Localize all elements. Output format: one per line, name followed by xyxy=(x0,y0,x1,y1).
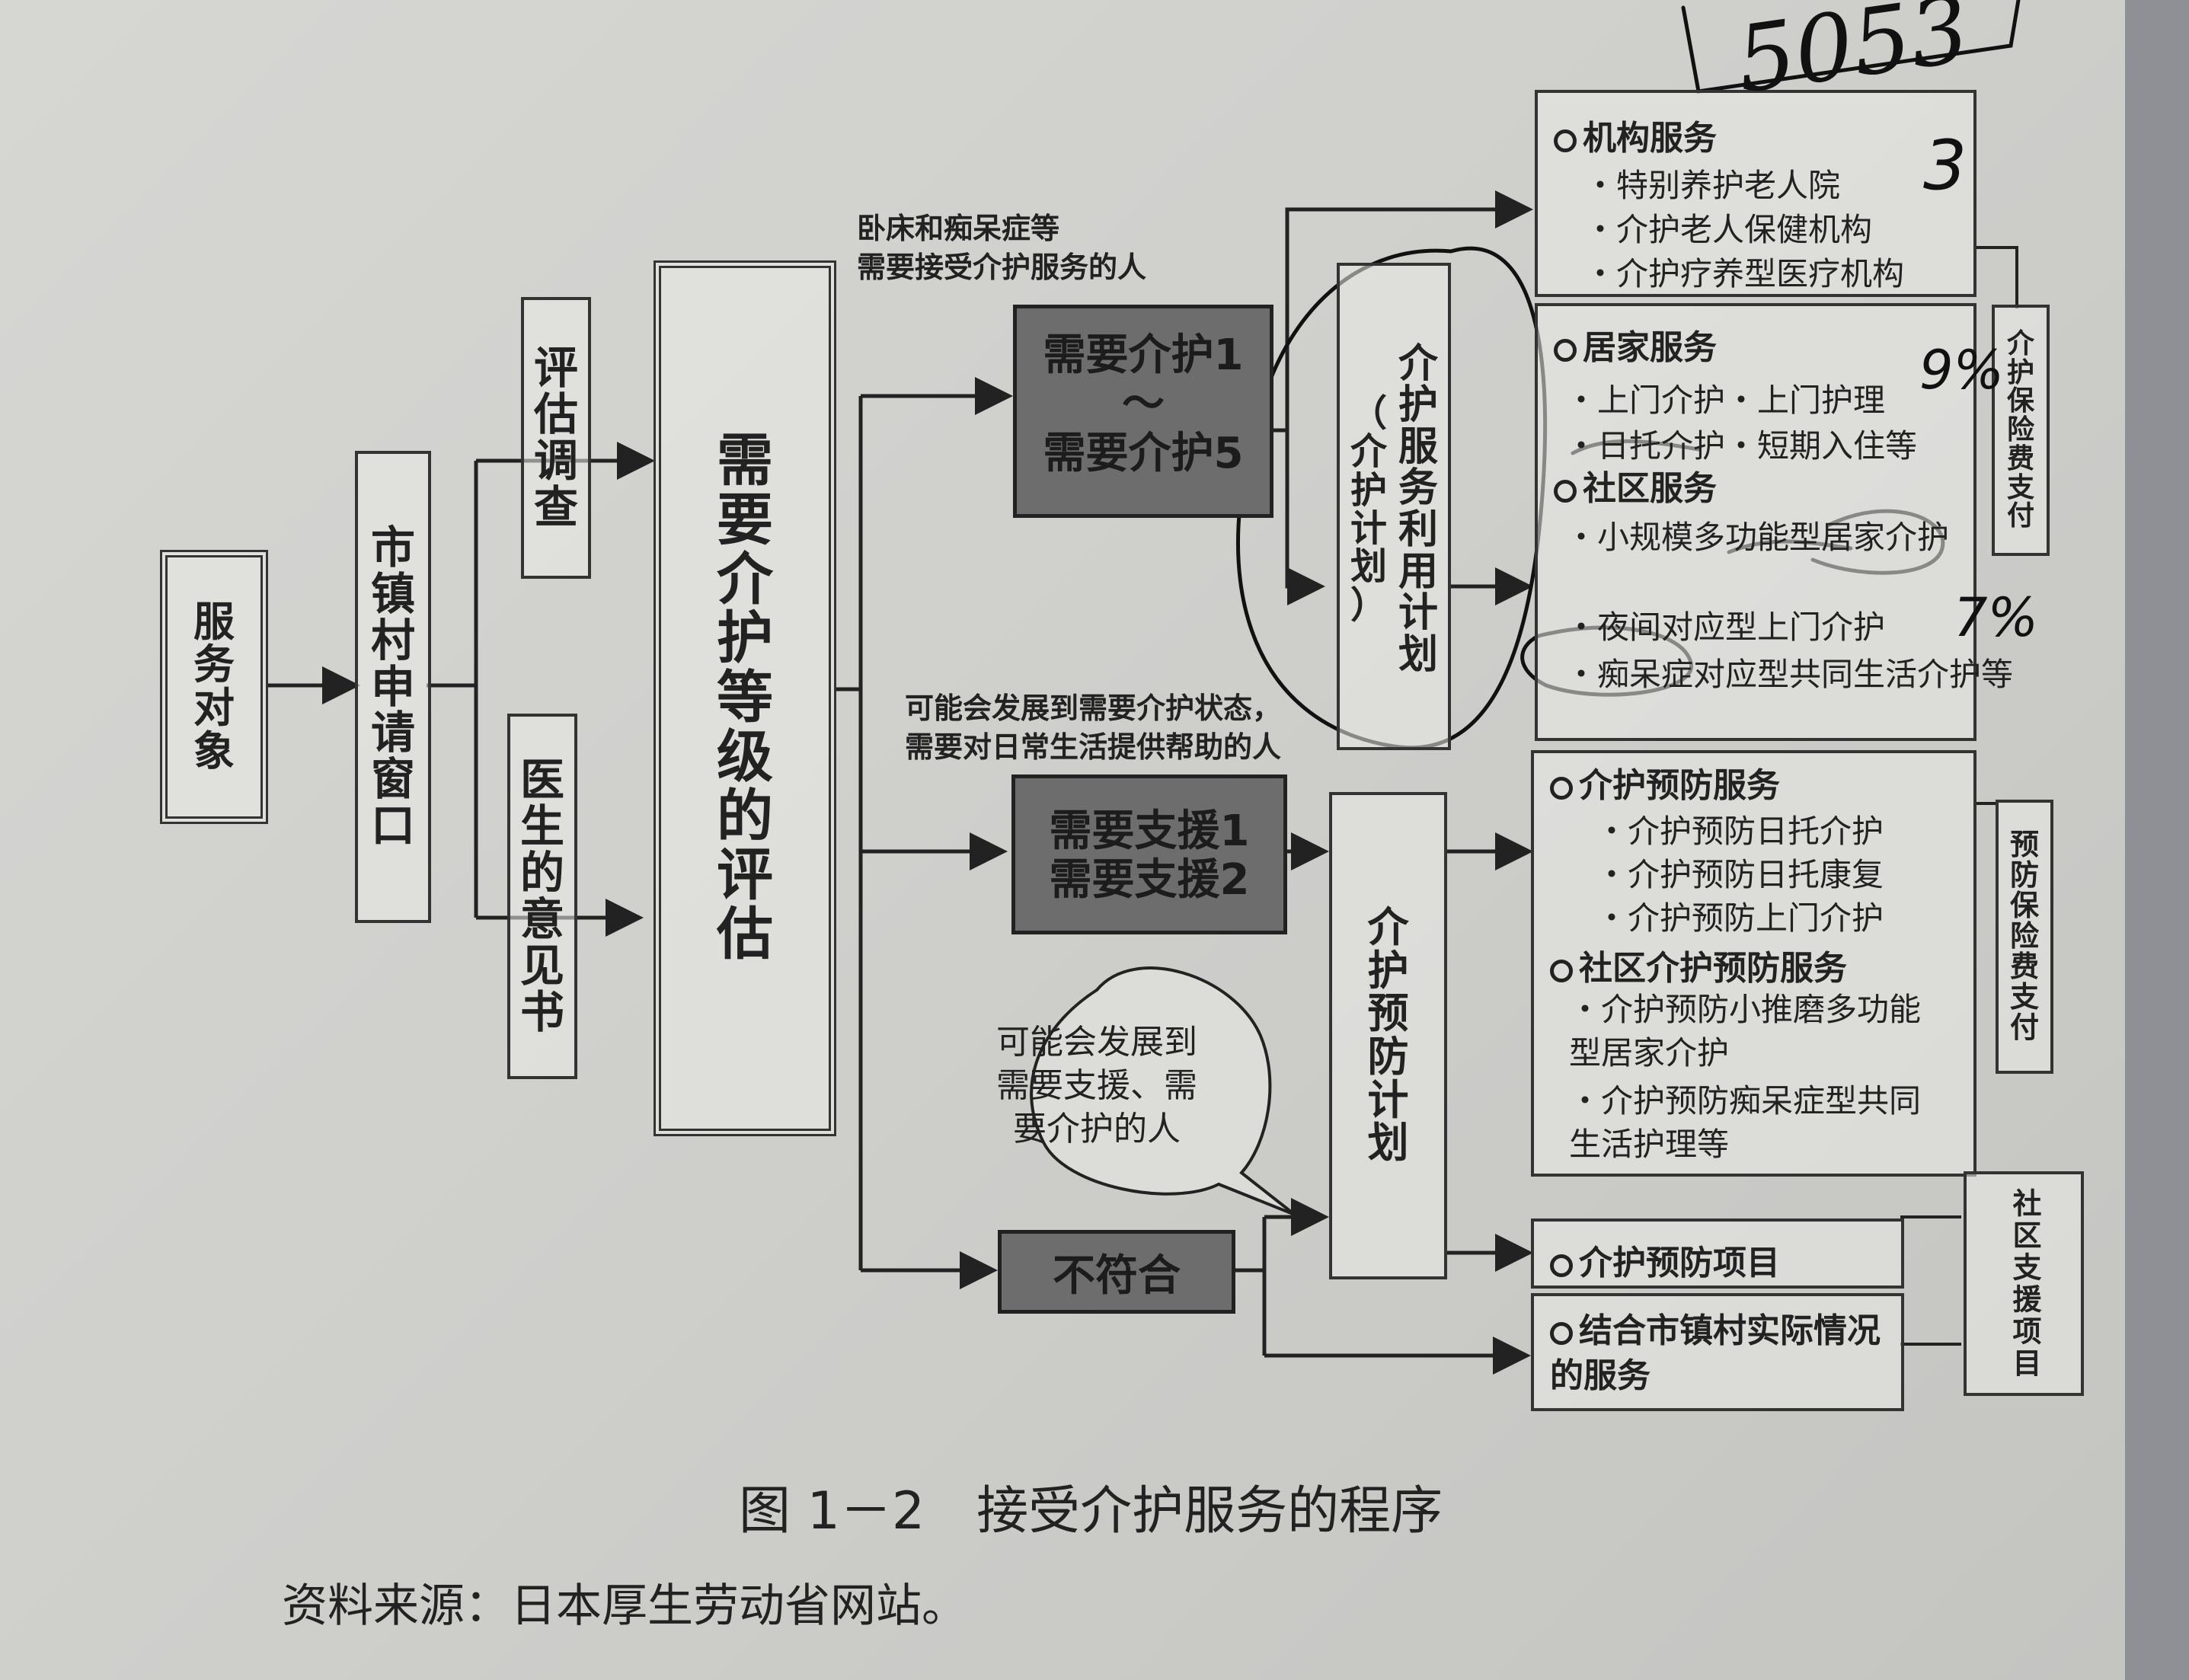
arrow-care-to-plan xyxy=(1285,430,1325,605)
circle-bullet-icon xyxy=(1550,1254,1573,1277)
group-local-service xyxy=(1531,1293,1904,1411)
arrow-care-to-institution xyxy=(1272,190,1533,433)
flow-connectors xyxy=(267,0,2021,1375)
node-care-level-assessment-text: 需要介护等级的评估 xyxy=(717,428,773,967)
node-doctor-opinion: 医生的意见书 xyxy=(507,714,577,1079)
service-community-item-1-text: 小规模多功能型居家介护 xyxy=(1597,519,1950,556)
figure-caption: 图 1－2 接受介护服务的程序 xyxy=(739,1481,1443,1541)
circle-bullet-icon xyxy=(1554,339,1577,362)
group-institution-services xyxy=(1535,90,1976,297)
service-prevention-item-3: ・介护预防上门介护 xyxy=(1596,899,1884,937)
service-home-item-2: ・日托介护・短期入住等 xyxy=(1565,427,1918,465)
label-support-branch: 可能会发展到需要介护状态， 需要对日常生活提供帮助的人 xyxy=(905,691,1282,765)
service-community-prevention-item-1: ・介护预防小推磨多功能型居家介护 xyxy=(1569,991,1922,1072)
node-application-window: 市镇村申请窗口 xyxy=(355,451,431,923)
group-prevention-project xyxy=(1531,1218,1904,1289)
node-assessment-survey: 评估调查 xyxy=(521,297,591,579)
node-application-window-text: 市镇村申请窗口 xyxy=(370,521,415,852)
service-community-prevention-item-2-text: 介护预防痴呆症型共同生活护理等 xyxy=(1569,1082,1922,1163)
handwritten-mark-top xyxy=(1681,0,2021,94)
circle-bullet-icon xyxy=(1550,777,1573,800)
service-prevention-item-3-text: 介护预防上门介护 xyxy=(1628,899,1884,937)
node-support-level-1-2-text: 需要支援1 需要支援2 xyxy=(1049,806,1250,905)
service-community-item-3-text: 痴呆症对应型共同生活介护等 xyxy=(1597,656,2014,693)
payment-care-insurance-text: 介护保险费支付 xyxy=(2006,327,2034,532)
node-care-plan-main: 介护服务利用计划 xyxy=(1398,340,1438,678)
node-prevention-plan-text: 介护预防计划 xyxy=(1367,902,1409,1167)
handwritten-percent-9: 9% xyxy=(1919,339,2005,401)
label-care-branch: 卧床和痴呆症等 需要接受介护服务的人 xyxy=(857,212,1147,285)
circle-bullet-icon xyxy=(1554,129,1577,152)
node-care-level-1-5: 需要介护1 ～ 需要介护5 xyxy=(1013,305,1273,518)
handwritten-number-3: 3 xyxy=(1923,126,1967,206)
service-community-prevention-item-2: ・介护预防痴呆症型共同生活护理等 xyxy=(1569,1082,1922,1163)
circle-bullet-icon xyxy=(1550,1322,1573,1345)
payment-care-insurance: 介护保险费支付 xyxy=(1992,305,2050,556)
circle-bullet-icon xyxy=(1550,960,1573,982)
service-institution-item-3: ・介护疗养型医疗机构 xyxy=(1584,255,1905,292)
service-institution-item-1-text: 特别养护老人院 xyxy=(1616,167,1841,204)
service-community-item-2: ・夜间对应型上门介护 xyxy=(1565,608,1886,646)
service-prevention-title: 介护预防服务 xyxy=(1550,758,1780,806)
node-care-service-plan: （介护计划） 介护服务利用计划 xyxy=(1337,263,1451,750)
node-doctor-opinion-text: 医生的意见书 xyxy=(519,754,564,1038)
service-prevention-project-title: 介护预防项目 xyxy=(1550,1235,1780,1284)
service-local-title: 结合市镇村实际情况的服务 xyxy=(1550,1308,1885,1399)
group-prevention-services xyxy=(1531,750,1976,1177)
node-care-plan-sub: （介护计划） xyxy=(1350,391,1387,627)
figure-source: 资料来源：日本厚生劳动省网站。 xyxy=(282,1579,967,1633)
service-community-item-1: ・小规模多功能型居家介护 xyxy=(1565,519,1950,556)
bracket-care-insurance xyxy=(1976,246,2018,308)
node-care-level-1-5-text: 需要介护1 ～ 需要介护5 xyxy=(1043,331,1244,478)
service-local-title-text: 结合市镇村实际情况的服务 xyxy=(1550,1311,1881,1396)
service-community-item-3: ・痴呆症对应型共同生活介护等 xyxy=(1565,656,2014,693)
service-institution-item-1: ・特别养护老人院 xyxy=(1584,167,1841,204)
node-service-target-text: 服务对象 xyxy=(193,597,235,775)
speech-bubble-shape xyxy=(1030,966,1296,1216)
service-community-prevention-title-text: 社区介护预防服务 xyxy=(1579,949,1847,988)
service-institution-item-2: ・介护老人保健机构 xyxy=(1584,211,1873,248)
service-institution-item-2-text: 介护老人保健机构 xyxy=(1616,211,1873,248)
handwritten-percent-7: 7% xyxy=(1954,586,2039,649)
service-prevention-item-2: ・介护预防日托康复 xyxy=(1596,856,1884,893)
service-institution-title: 机构服务 xyxy=(1554,110,1717,159)
circle-bullet-icon xyxy=(1554,480,1577,503)
node-not-eligible: 不符合 xyxy=(998,1230,1235,1314)
service-institution-item-3-text: 介护疗养型医疗机构 xyxy=(1616,255,1905,292)
service-community-prevention-title: 社区介护预防服务 xyxy=(1550,941,1847,989)
node-assessment-survey-text: 评估调查 xyxy=(533,342,578,533)
service-prevention-item-2-text: 介护预防日托康复 xyxy=(1628,856,1884,893)
service-community-title-text: 社区服务 xyxy=(1583,469,1717,508)
service-prevention-title-text: 介护预防服务 xyxy=(1579,766,1780,805)
payment-community-support-label: 社区支援项目 xyxy=(2007,1187,2041,1380)
service-home-title-text: 居家服务 xyxy=(1583,328,1717,367)
service-prevention-project-title-text: 介护预防项目 xyxy=(1579,1244,1780,1282)
service-home-title: 居家服务 xyxy=(1554,320,1717,369)
payment-community-support-text: 社区支援项目 xyxy=(1967,1174,2081,1393)
group-home-community-services xyxy=(1535,303,1976,741)
service-home-item-1-text: 上门介护・上门护理 xyxy=(1597,382,1886,419)
node-prevention-plan: 介护预防计划 xyxy=(1329,792,1447,1279)
service-institution-title-text: 机构服务 xyxy=(1583,119,1717,158)
service-community-prevention-item-1-text: 介护预防小推磨多功能型居家介护 xyxy=(1569,991,1922,1072)
payment-community-support: 社区支援项目 xyxy=(1964,1171,2084,1396)
payment-prevention-insurance: 预防保险费支付 xyxy=(1996,800,2053,1074)
node-care-level-assessment: 需要介护等级的评估 xyxy=(654,260,836,1136)
node-support-level-1-2: 需要支援1 需要支援2 xyxy=(1011,775,1287,934)
label-bubble-text: 可能会发展到 需要支援、需 要介护的人 xyxy=(996,1023,1197,1149)
node-service-target: 服务对象 xyxy=(160,550,268,824)
service-home-item-1: ・上门介护・上门护理 xyxy=(1565,382,1886,419)
payment-prevention-insurance-text: 预防保险费支付 xyxy=(2009,828,2039,1044)
book-spine xyxy=(2125,0,2189,1680)
service-community-item-2-text: 夜间对应型上门介护 xyxy=(1597,608,1886,646)
service-community-title: 社区服务 xyxy=(1554,461,1717,509)
service-prevention-item-1: ・介护预防日托介护 xyxy=(1596,813,1884,850)
node-not-eligible-text: 不符合 xyxy=(1053,1251,1181,1301)
service-prevention-item-1-text: 介护预防日托介护 xyxy=(1628,813,1884,850)
service-home-item-2-text: 日托介护・短期入住等 xyxy=(1597,427,1918,465)
